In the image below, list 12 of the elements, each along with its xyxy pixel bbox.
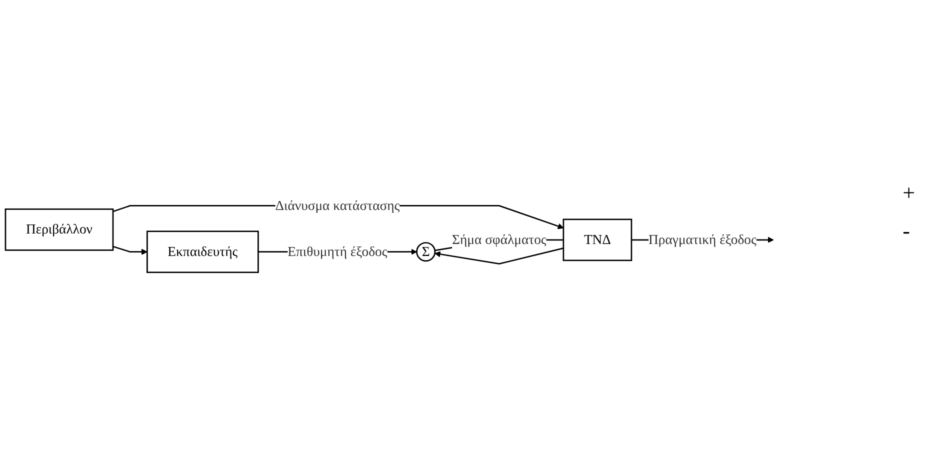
edge-label: Πραγματική έξοδος	[648, 232, 756, 248]
node-circle: Σ	[416, 242, 436, 262]
sign-label: -	[902, 218, 911, 244]
edge-label: Διάνυσμα κατάστασης	[275, 198, 400, 214]
arrow	[112, 246, 148, 255]
edge-label: Σήμα σφάλματος	[452, 232, 546, 248]
sign-label: +	[902, 180, 915, 206]
node-box: Εκπαιδευτής	[146, 230, 259, 274]
arrow	[434, 248, 564, 265]
edge-label: Επιθυμητή έξοδος	[288, 244, 388, 260]
node-box: Περιβάλλον	[4, 208, 114, 251]
node-box: ΤΝΔ	[562, 218, 632, 262]
